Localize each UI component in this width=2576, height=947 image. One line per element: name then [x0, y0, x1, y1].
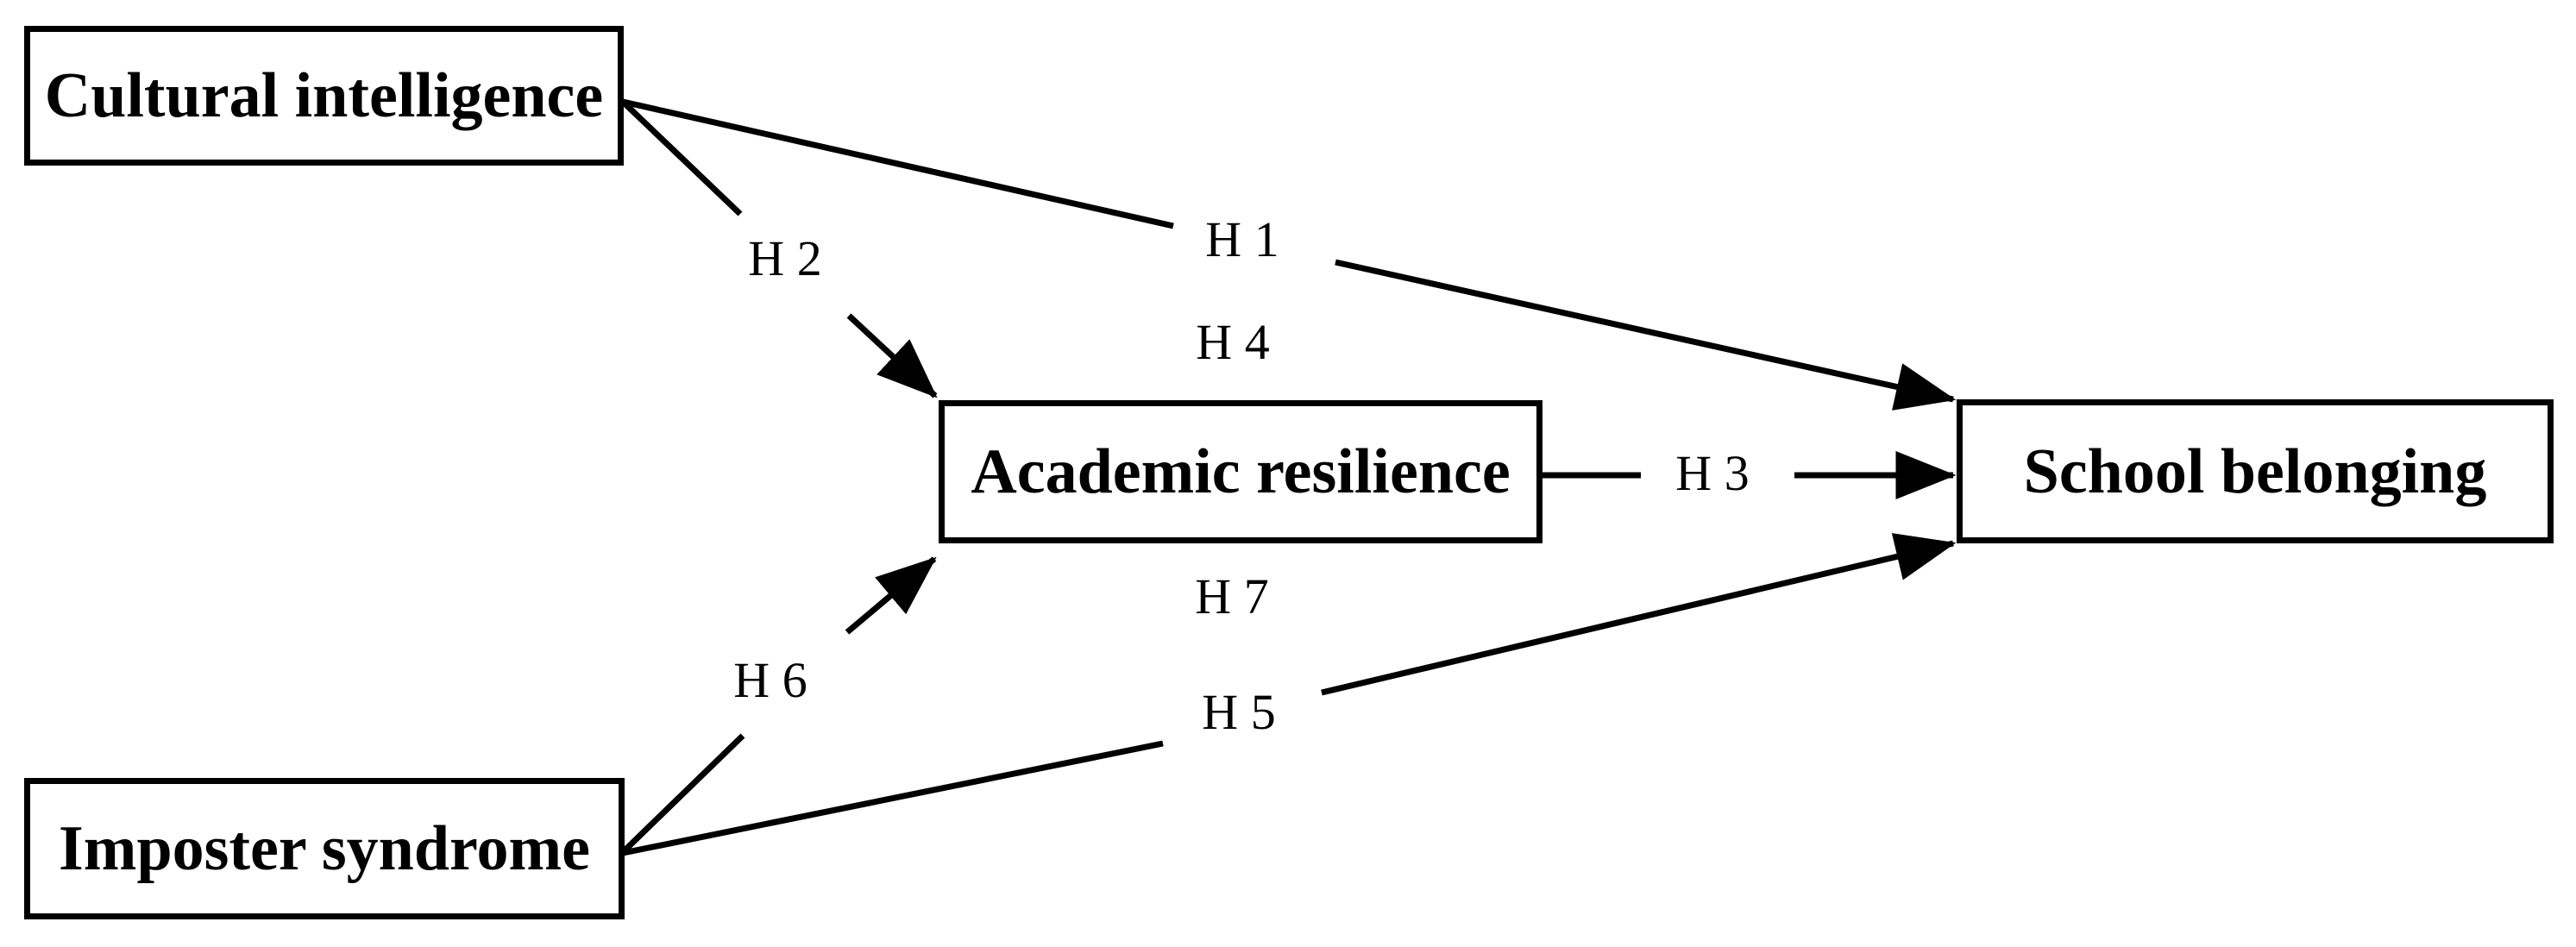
node-label-imposter-syndrome: Imposter syndrome — [59, 813, 590, 884]
hypothesis-label-h7: H 7 — [1195, 568, 1269, 624]
hypothesis-label-h2: H 2 — [748, 230, 822, 286]
h5-arrow — [622, 533, 1957, 856]
node-academic-resilience: Academic resilience — [939, 400, 1542, 543]
h2-line-start — [620, 99, 743, 216]
node-label-cultural-intelligence: Cultural intelligence — [44, 60, 604, 131]
h1-line-end — [1335, 259, 1957, 411]
h1-arrow — [622, 98, 1957, 411]
node-label-school-belonging: School belonging — [2023, 436, 2487, 507]
hypothesis-label-h1: H 1 — [1205, 211, 1279, 267]
node-imposter-syndrome: Imposter syndrome — [24, 778, 625, 919]
h2-arrow — [620, 99, 938, 398]
h5-line-start — [622, 740, 1164, 856]
h6-arrow — [620, 556, 937, 855]
node-label-academic-resilience: Academic resilience — [971, 436, 1511, 507]
hypothesis-label-h6: H 6 — [733, 652, 807, 708]
hypothesis-label-h3: H 3 — [1675, 445, 1750, 501]
node-school-belonging: School belonging — [1957, 399, 2554, 543]
h6-line-end — [845, 556, 937, 635]
node-cultural-intelligence: Cultural intelligence — [24, 26, 624, 166]
h2-line-end — [846, 313, 938, 398]
h1-line-start — [622, 98, 1174, 229]
h5-line-end — [1321, 533, 1957, 696]
hypothesis-label-h5: H 5 — [1202, 684, 1276, 740]
hypothesis-label-h4: H 4 — [1196, 314, 1270, 370]
h6-line-start — [620, 733, 745, 855]
